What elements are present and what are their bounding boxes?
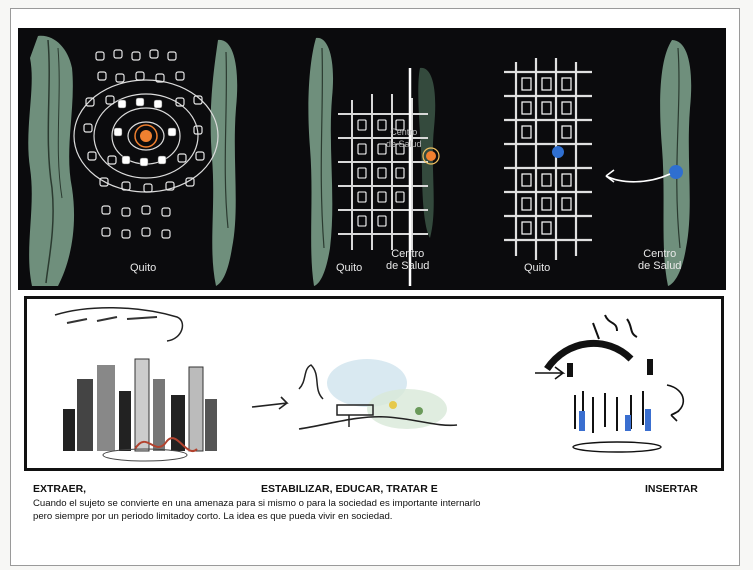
sketch-extraer — [54, 307, 217, 462]
sketch-insertar — [535, 314, 685, 453]
map-panel-grid-health-center — [308, 37, 440, 287]
insertion-marker — [552, 146, 564, 158]
label-quito-3: Quito — [524, 262, 551, 274]
label-health-center-marker: Centro de Salud — [386, 127, 422, 149]
sketch-estabilizar — [251, 359, 458, 430]
paragraph-line-1: Cuando el sujeto se convierte en una ame… — [33, 498, 481, 509]
health-center-marker-blue — [669, 165, 683, 179]
street-grid-2 — [338, 94, 428, 250]
center-marker — [140, 130, 152, 142]
vegetation-strip-right-3 — [660, 40, 692, 286]
sketch-strip — [24, 296, 724, 471]
vegetation-strip-left-2 — [308, 37, 334, 287]
paragraph-line-2: pero siempre por un periodo limitadoy co… — [33, 511, 393, 522]
health-center-marker — [426, 151, 436, 161]
label-health-center-2: Centro de Salud — [386, 248, 430, 272]
heading-estabilizar: ESTABILIZAR, EDUCAR, TRATAR E — [261, 483, 438, 495]
vegetation-strip-left — [28, 35, 75, 286]
street-grid-3 — [504, 58, 592, 260]
map-strip: Quito Quito Centro de Salud Centro de Sa… — [18, 28, 726, 290]
label-health-center-3: Centro de Salud — [638, 248, 682, 272]
sketch-drawings — [54, 307, 685, 462]
vegetation-strip-right — [210, 39, 238, 287]
heading-extraer: EXTRAER, — [33, 483, 87, 495]
top-caption — [60, 11, 690, 21]
map-panel-insertion — [504, 40, 692, 286]
map-strip-drawing — [28, 35, 692, 287]
building-blocks — [83, 49, 205, 239]
stage-headings: EXTRAER, ESTABILIZAR, EDUCAR, TRATAR E I… — [33, 483, 723, 497]
map-panel-quito-city — [28, 35, 238, 287]
label-quito-2: Quito — [336, 262, 363, 274]
description-paragraph: Cuando el sujeto se convierte en una ame… — [33, 497, 728, 523]
label-quito-1: Quito — [130, 262, 157, 274]
return-arrow — [605, 173, 671, 183]
heading-insertar: INSERTAR — [645, 483, 698, 495]
